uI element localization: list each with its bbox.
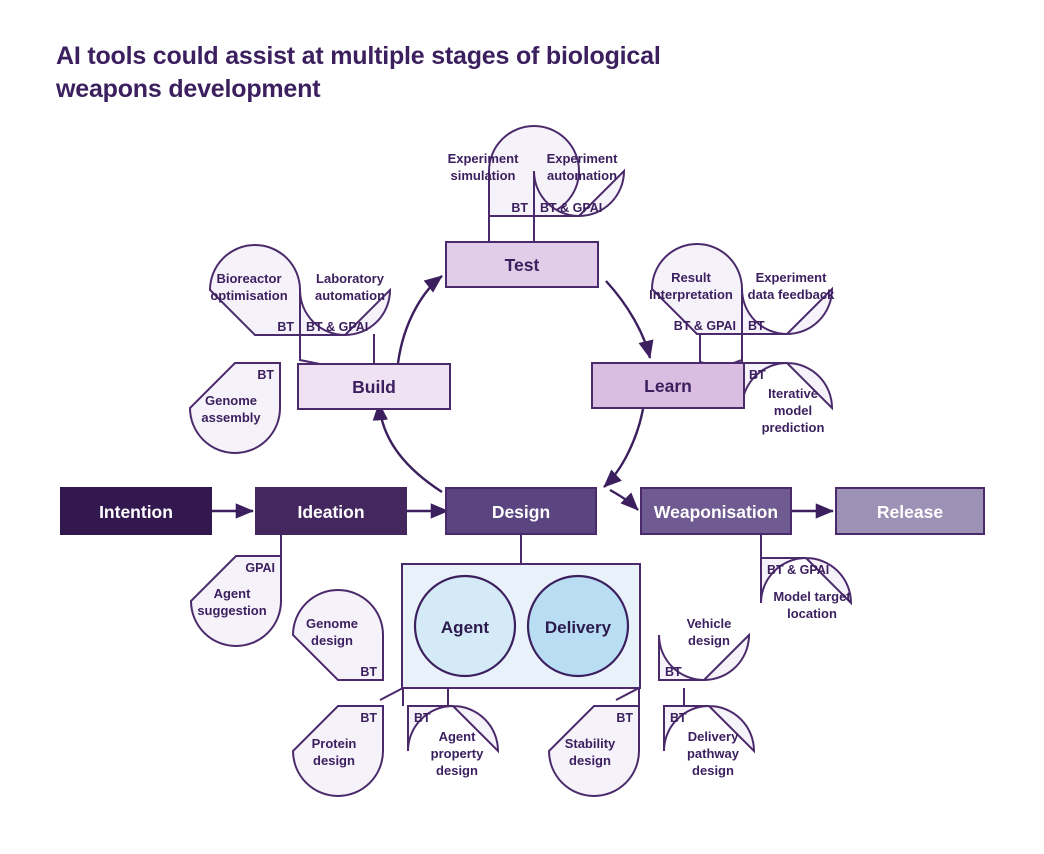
- bubble-line: simulation: [450, 168, 515, 183]
- bubble-tag: BT & GPAI: [306, 320, 368, 334]
- page-title: AI tools could assist at multiple stages…: [56, 42, 661, 103]
- bubble-stability-design[interactable]: BT Stability design: [547, 705, 640, 797]
- bubble-line: Protein: [312, 736, 357, 751]
- pipeline-stage-intention[interactable]: Intention: [60, 487, 212, 535]
- bubble-protein-design[interactable]: BT Protein design: [291, 705, 384, 797]
- bubble-tag: BT: [665, 665, 682, 679]
- bubble-line: design: [311, 633, 353, 648]
- bubble-line: Genome: [205, 393, 257, 408]
- pipeline-stage-label: Weaponisation: [654, 502, 778, 522]
- bubble-tag: BT: [360, 665, 377, 679]
- bubble-line: location: [787, 606, 837, 621]
- bubble-tag: BT: [257, 368, 274, 382]
- arrow-build-to-test: [396, 275, 443, 364]
- bubble-experiment-data-feedback[interactable]: Experiment data feedback BT: [741, 270, 835, 335]
- arrow-learn-to-design: [603, 408, 645, 488]
- pipeline-stage-label: Design: [492, 502, 550, 522]
- bubble-genome-design[interactable]: Genome design BT: [291, 589, 384, 681]
- bubble-line: automation: [315, 288, 385, 303]
- bubble-line: Model target: [773, 589, 851, 604]
- dbtl-stage-build[interactable]: Build: [297, 363, 451, 410]
- core-components-box: Agent Delivery: [401, 563, 641, 689]
- bubble-line: Laboratory: [316, 271, 385, 286]
- bubble-line: design: [688, 633, 730, 648]
- bubble-line: design: [692, 763, 734, 778]
- pipeline-stage-release[interactable]: Release: [835, 487, 985, 535]
- bubble-line: prediction: [762, 420, 825, 435]
- dbtl-boxes: Build Test Learn: [297, 241, 745, 410]
- dbtl-stage-label: Learn: [644, 376, 692, 396]
- bubble-result-interpretation[interactable]: Result Interpretation BT & GPAI: [649, 243, 743, 335]
- bubble-tag: BT: [277, 320, 294, 334]
- bubble-genome-assembly[interactable]: BT Genome assembly: [188, 362, 281, 454]
- bubble-bioreactor-optimisation[interactable]: Bioreactor optimisation BT: [208, 244, 301, 336]
- bubble-model-target-location[interactable]: BT & GPAI Model target location: [760, 557, 853, 621]
- bubble-line: suggestion: [197, 603, 266, 618]
- bubble-line: Experiment: [756, 270, 827, 285]
- bubble-tag: BT: [748, 319, 765, 333]
- bubble-line: Delivery: [688, 729, 739, 744]
- core-circle-agent[interactable]: Agent: [413, 574, 517, 678]
- bubble-line: assembly: [201, 410, 261, 425]
- bubble-line: optimisation: [210, 288, 287, 303]
- bubble-tag: BT & GPAI: [674, 319, 736, 333]
- dbtl-stage-test[interactable]: Test: [445, 241, 599, 288]
- arrow-design-to-build: [372, 402, 443, 494]
- bubble-line: Genome: [306, 616, 358, 631]
- bubble-line: design: [436, 763, 478, 778]
- dbtl-stage-label: Build: [352, 377, 396, 397]
- arrow-test-to-learn: [605, 280, 654, 359]
- core-circle-label: Delivery: [545, 618, 612, 637]
- bubble-agent-suggestion[interactable]: GPAI Agent suggestion: [189, 555, 282, 647]
- dbtl-stage-label: Test: [505, 255, 540, 275]
- pipeline-stage-label: Intention: [99, 502, 173, 522]
- bubble-line: Vehicle: [687, 616, 732, 631]
- bubble-tag: BT: [749, 368, 766, 382]
- bubble-tag: BT: [511, 201, 528, 215]
- bubble-agent-property-design[interactable]: BT Agent property design: [407, 705, 500, 778]
- bubble-tag: BT: [670, 711, 687, 725]
- bubble-line: Agent: [439, 729, 477, 744]
- pipeline-stage-ideation[interactable]: Ideation: [255, 487, 407, 535]
- bubble-line: data feedback: [748, 287, 835, 302]
- bubble-iterative-model-prediction[interactable]: BT Iterative model prediction: [741, 362, 834, 435]
- bubble-line: Bioreactor: [216, 271, 281, 286]
- bubble-laboratory-automation[interactable]: Laboratory automation BT & GPAI: [299, 271, 392, 336]
- bubble-vehicle-design[interactable]: Vehicle design BT: [658, 616, 751, 681]
- capability-bubbles: Experiment simulation BT Experiment auto…: [188, 125, 853, 797]
- bubble-tag: BT: [616, 711, 633, 725]
- bubble-line: model: [774, 403, 812, 418]
- pipeline-stage-label: Release: [877, 502, 943, 522]
- pipeline-stage-label: Ideation: [297, 502, 364, 522]
- pipeline-boxes: Intention Ideation Design Weaponisation …: [60, 487, 985, 535]
- bubble-line: Experiment: [448, 151, 519, 166]
- bubble-tag: BT: [414, 711, 431, 725]
- bubble-line: automation: [547, 168, 617, 183]
- bubble-delivery-pathway-design[interactable]: BT Delivery pathway design: [663, 705, 756, 778]
- bubble-tag: BT & GPAI: [767, 563, 829, 577]
- bubble-line: design: [313, 753, 355, 768]
- bubble-line: Experiment: [547, 151, 618, 166]
- bubble-line: Interpretation: [649, 287, 733, 302]
- core-circle-label: Agent: [441, 618, 490, 637]
- arrow-learn-to-weapon: [609, 488, 639, 511]
- bubble-tag: GPAI: [245, 561, 275, 575]
- pipeline-stage-weaponisation[interactable]: Weaponisation: [640, 487, 792, 535]
- bubble-tag: BT: [360, 711, 377, 725]
- bubble-line: Iterative: [768, 386, 818, 401]
- bubble-line: property: [431, 746, 485, 761]
- bubble-line: Agent: [214, 586, 252, 601]
- bubble-line: Result: [671, 270, 711, 285]
- dbtl-stage-learn[interactable]: Learn: [591, 362, 745, 409]
- bubble-line: pathway: [687, 746, 740, 761]
- pipeline-stage-design[interactable]: Design: [445, 487, 597, 535]
- core-circle-delivery[interactable]: Delivery: [526, 574, 630, 678]
- bubble-line: Stability: [565, 736, 616, 751]
- bubble-experiment-automation[interactable]: Experiment automation BT & GPAI: [533, 151, 626, 217]
- bubble-line: design: [569, 753, 611, 768]
- bubble-tag: BT & GPAI: [540, 201, 602, 215]
- cycle-arrows: [372, 275, 654, 511]
